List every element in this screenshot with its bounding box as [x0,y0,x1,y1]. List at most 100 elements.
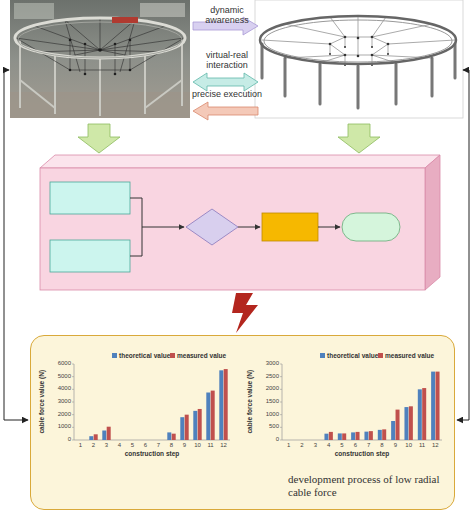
tick-label: 0 [256,436,279,443]
tick-mark [72,402,74,403]
legend-text: measured value [385,352,434,359]
bar [198,409,202,440]
tick-mark [280,389,282,390]
bar [342,433,346,440]
tick-label: 5 [335,442,349,449]
tick-label: 2 [87,442,101,449]
tick-label: 1 [74,442,88,449]
bar [167,432,171,440]
bar [404,407,408,440]
lightning-bolt [232,293,258,333]
axis-title: construction step [74,450,230,457]
tick-label: 5000 [48,373,71,380]
tick-label: 1 [282,442,296,449]
bar [351,432,355,440]
tick-mark [72,376,74,377]
bar [369,431,373,440]
model-photo [10,0,190,118]
tick-label: 11 [415,442,429,449]
interaction-arrow [193,73,258,91]
tick-label: 1000 [48,423,71,430]
bar [391,421,395,440]
bar [185,415,189,440]
tick-mark [280,402,282,403]
tick-label: 3000 [48,398,71,405]
bar [193,411,197,440]
tick-mark [72,364,74,365]
legend-text: theoretical value [119,352,170,359]
tick-label: 9 [178,442,192,449]
legend-swatch [378,353,383,358]
tick-mark [72,440,74,441]
feedback-line [4,70,28,420]
process-block [40,155,440,290]
tick-mark [280,414,282,415]
bar [382,429,386,440]
tick-label: 2000 [256,385,279,392]
tick-label: 10 [191,442,205,449]
tick-label: 6 [348,442,362,449]
bar [356,432,360,440]
axis-title: cable force value (N) [246,362,253,442]
tick-label: 8 [375,442,389,449]
tick-mark [280,376,282,377]
tick-label: 3000 [256,360,279,367]
bar [409,406,413,440]
tick-label: 500 [256,423,279,430]
tick-mark [280,427,282,428]
tick-label: 10 [402,442,416,449]
tick-label: 7 [152,442,166,449]
feedback-line [457,70,469,420]
tick-label: 4 [322,442,336,449]
bar [224,369,228,440]
arrow-label: virtual-real interaction [190,50,264,71]
axis-title: cable force value (N) [38,362,45,442]
bar [338,433,342,440]
tick-label: 12 [217,442,231,449]
tick-label: 4 [113,442,127,449]
tick-label: 2 [295,442,309,449]
tick-label: 1500 [256,398,279,405]
tick-label: 4000 [48,385,71,392]
bar [364,432,368,440]
bar [89,436,93,440]
bar [172,434,176,440]
bar [436,372,440,440]
virtual-model [255,0,463,118]
tick-label: 8 [165,442,179,449]
legend-swatch [112,353,117,358]
execution-arrow [193,102,258,120]
bar [324,434,328,440]
bar [102,431,106,441]
legend-text: measured value [177,352,226,359]
bar [422,388,426,440]
tick-label: 6000 [48,360,71,367]
tick-mark [72,389,74,390]
tick-label: 9 [388,442,402,449]
tick-mark [280,440,282,441]
bar [206,393,210,441]
bar [180,417,184,440]
bar [378,430,382,440]
tick-label: 0 [48,436,71,443]
tick-label: 2500 [256,373,279,380]
bar [329,432,333,440]
tick-label: 5 [126,442,140,449]
panel-caption: development process of low radial cable … [288,473,450,498]
tick-label: 7 [362,442,376,449]
bar [418,389,422,440]
arrow-label: precise execution [190,89,264,99]
tick-mark [280,364,282,365]
tick-mark [72,414,74,415]
legend-swatch [320,353,325,358]
bar [396,410,400,440]
legend-swatch [170,353,175,358]
bar [219,370,223,440]
tick-label: 3 [308,442,322,449]
tick-label: 6 [139,442,153,449]
bar [107,427,111,440]
tick-label: 11 [204,442,218,449]
